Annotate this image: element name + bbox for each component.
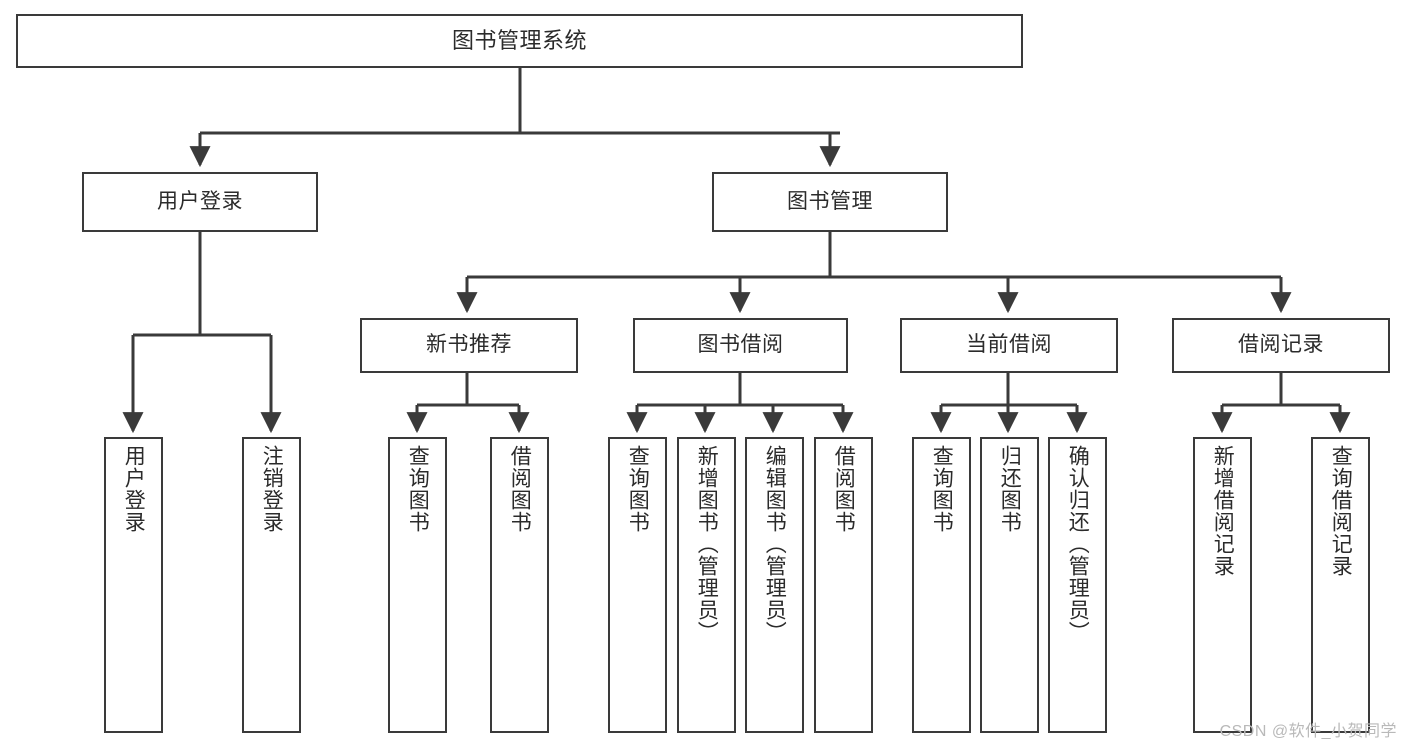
- node-label: 当前借阅: [966, 333, 1052, 357]
- leaf-confirm-return-admin[interactable]: 确认归还（管理员）: [1048, 437, 1107, 733]
- leaf-user-login[interactable]: 用户登录: [104, 437, 163, 733]
- node-label: 新增借阅记录: [1211, 445, 1235, 577]
- leaf-query-book-current[interactable]: 查询图书: [912, 437, 971, 733]
- node-label: 编辑图书（管理员）: [763, 445, 787, 643]
- node-label: 图书管理系统: [451, 28, 587, 54]
- leaf-borrow-book[interactable]: 借阅图书: [814, 437, 873, 733]
- leaf-edit-book-admin[interactable]: 编辑图书（管理员）: [745, 437, 804, 733]
- node-label: 借阅图书: [832, 445, 856, 533]
- node-label: 归还图书: [998, 445, 1022, 533]
- leaf-query-book-borrow[interactable]: 查询图书: [608, 437, 667, 733]
- leaf-query-book-newbook[interactable]: 查询图书: [388, 437, 447, 733]
- node-label: 借阅图书: [508, 445, 532, 533]
- node-book-borrow[interactable]: 图书借阅: [633, 318, 848, 373]
- node-label: 用户登录: [122, 445, 146, 533]
- leaf-add-book-admin[interactable]: 新增图书（管理员）: [677, 437, 736, 733]
- node-user-login[interactable]: 用户登录: [82, 172, 318, 232]
- node-label: 新增图书（管理员）: [695, 445, 719, 643]
- node-label: 查询图书: [930, 445, 954, 533]
- node-label: 新书推荐: [426, 333, 512, 357]
- node-root-system[interactable]: 图书管理系统: [16, 14, 1023, 68]
- node-label: 查询图书: [626, 445, 650, 533]
- node-new-book-recommend[interactable]: 新书推荐: [360, 318, 578, 373]
- node-label: 查询借阅记录: [1329, 445, 1353, 577]
- node-label: 查询图书: [406, 445, 430, 533]
- node-borrow-records[interactable]: 借阅记录: [1172, 318, 1390, 373]
- node-label: 注销登录: [260, 445, 284, 533]
- leaf-query-borrow-record[interactable]: 查询借阅记录: [1311, 437, 1370, 733]
- node-label: 图书借阅: [697, 333, 784, 357]
- node-book-management[interactable]: 图书管理: [712, 172, 948, 232]
- leaf-return-book[interactable]: 归还图书: [980, 437, 1039, 733]
- node-label: 图书管理: [787, 189, 873, 213]
- node-label: 确认归还（管理员）: [1066, 445, 1090, 643]
- node-current-borrow[interactable]: 当前借阅: [900, 318, 1118, 373]
- leaf-logout[interactable]: 注销登录: [242, 437, 301, 733]
- node-label: 借阅记录: [1238, 333, 1324, 357]
- leaf-borrow-book-newbook[interactable]: 借阅图书: [490, 437, 549, 733]
- node-label: 用户登录: [157, 189, 243, 213]
- leaf-add-borrow-record[interactable]: 新增借阅记录: [1193, 437, 1252, 733]
- watermark: CSDN @软件_小贺同学: [1219, 723, 1397, 740]
